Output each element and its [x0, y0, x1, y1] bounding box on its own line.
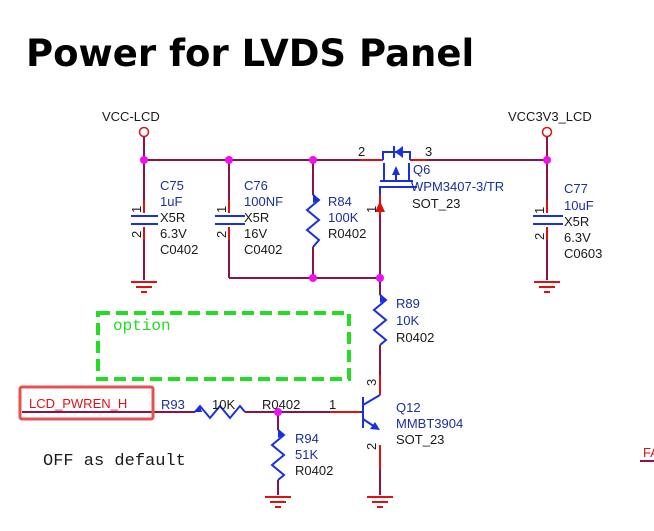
r84-ref: R84	[328, 194, 352, 209]
q12-pin2: 2	[364, 443, 379, 450]
r89-ref: R89	[396, 296, 420, 311]
c75-footprint: C0402	[160, 242, 198, 257]
c77-dielectric: X5R	[564, 214, 589, 229]
r84-value: 100K	[328, 210, 359, 225]
r93-footprint: R0402	[262, 397, 300, 412]
r89-value: 10K	[396, 313, 419, 328]
r94-ref: R94	[295, 431, 319, 446]
q12-part: MMBT3904	[396, 416, 463, 431]
c76-value: 100NF	[244, 194, 283, 209]
q6-pin2: 2	[358, 144, 365, 159]
c76-pin2: 2	[214, 231, 229, 238]
power-port-vcc3v3-lcd-icon	[541, 126, 553, 138]
r84-footprint: R0402	[328, 226, 366, 241]
option-box	[96, 311, 351, 381]
c75-dielectric: X5R	[160, 210, 185, 225]
c77-pin1: 1	[532, 207, 547, 214]
pin-marker-icon	[193, 406, 202, 412]
q12-footprint: SOT_23	[396, 432, 444, 447]
ground-r94-icon	[265, 496, 291, 508]
r89-footprint: R0402	[396, 330, 434, 345]
capacitor-c77-icon	[533, 215, 563, 225]
net-label-partial: FA	[643, 445, 654, 460]
default-note: OFF as default	[43, 452, 186, 471]
page-title: Power for LVDS Panel	[26, 32, 474, 75]
c76-voltage: 16V	[244, 226, 267, 241]
c75-pin1: 1	[129, 206, 144, 213]
r93-ref: R93	[161, 397, 185, 412]
c76-footprint: C0402	[244, 242, 282, 257]
q12-ref: Q12	[396, 400, 421, 415]
c77-value: 10uF	[564, 198, 594, 213]
q6-footprint: SOT_23	[412, 196, 460, 211]
pin-marker-icon	[313, 193, 319, 203]
option-label: option	[113, 317, 171, 335]
ground-q12-icon	[367, 496, 393, 508]
c75-voltage: 6.3V	[160, 226, 187, 241]
c77-voltage: 6.3V	[564, 230, 591, 245]
junctions	[140, 156, 551, 416]
pin-marker-icon	[380, 293, 386, 303]
r94-value: 51K	[295, 447, 318, 462]
highlight-box	[18, 385, 155, 421]
c76-dielectric: X5R	[244, 210, 269, 225]
capacitor-c76-icon	[215, 215, 245, 225]
ground-c75-icon	[131, 281, 157, 293]
c77-footprint: C0603	[564, 246, 602, 261]
ground-c77-icon	[534, 281, 560, 293]
power-port-vcc-lcd-icon	[138, 126, 150, 138]
q6-pin3: 3	[425, 144, 432, 159]
q6-ref: Q6	[413, 162, 430, 177]
net-label-vcc3v3-lcd: VCC3V3_LCD	[508, 109, 592, 124]
wires	[22, 137, 548, 495]
c77-ref: C77	[564, 181, 588, 196]
c77-pin2: 2	[532, 233, 547, 240]
net-label-lcd-pwren-h: LCD_PWREN_H	[29, 396, 127, 411]
q6-pin1: 1	[364, 206, 379, 213]
q12-pin3: 3	[364, 379, 379, 386]
pin-marker-icon	[278, 428, 284, 438]
net-label-vcc-lcd: VCC-LCD	[102, 109, 160, 124]
c75-pin2: 2	[129, 231, 144, 238]
npn-q12-icon	[360, 394, 381, 430]
q6-part: WPM3407-3/TR	[411, 179, 504, 194]
capacitor-c75-icon	[131, 215, 158, 225]
c75-value: 1uF	[160, 194, 182, 209]
pmos-q6-icon	[375, 146, 417, 212]
c75-ref: C75	[160, 178, 184, 193]
c76-pin1: 1	[214, 206, 229, 213]
r93-value: 10K	[212, 397, 235, 412]
r94-footprint: R0402	[295, 463, 333, 478]
c76-ref: C76	[244, 178, 268, 193]
q12-pin1: 1	[329, 397, 336, 412]
